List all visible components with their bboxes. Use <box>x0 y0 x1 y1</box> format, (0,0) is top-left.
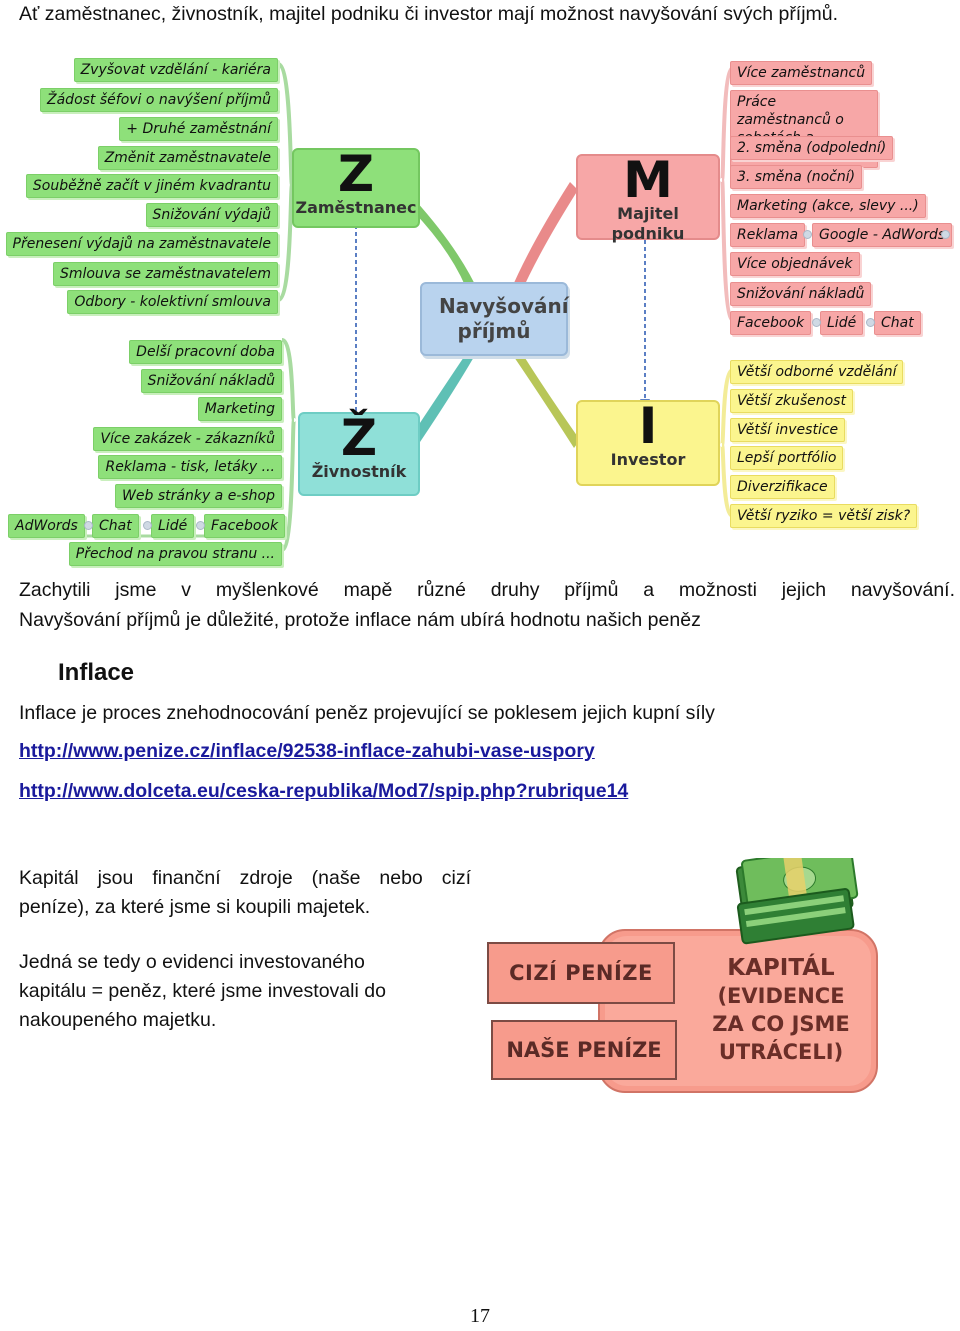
inflace-definition: Inflace je proces znehodnocování peněz p… <box>19 702 715 724</box>
connector-dot <box>812 318 821 327</box>
employee-item: Smlouva se zaměstnavatelem <box>52 262 278 286</box>
center-node: Navyšování příjmů <box>420 282 569 356</box>
owner-item: Více zaměstnanců <box>730 61 873 85</box>
employee-item: Odbory - kolektivní smlouva <box>67 290 278 314</box>
kapital-text-2a: Jedná se tedy o evidenci investovaného <box>19 951 365 973</box>
kapital-text-1a: Kapitál jsou finanční zdroje (naše nebo … <box>19 867 471 889</box>
foreign-money-box: CIZÍ PENÍZE <box>487 942 675 1004</box>
owner-item: 2. směna (odpolední) <box>730 136 894 160</box>
hub-investor-letter: I <box>638 397 658 455</box>
hub-trader: Ž Živnostník <box>298 412 420 496</box>
capital-line-3: ZA CO JSME <box>712 1012 850 1036</box>
our-money-box: NAŠE PENÍZE <box>491 1020 677 1080</box>
hub-trader-letter: Ž <box>340 409 378 467</box>
owner-item: Google - AdWords <box>812 223 953 247</box>
employee-item: Přenesení výdajů na zaměstnavatele <box>5 232 278 256</box>
link-dolceta[interactable]: http://www.dolceta.eu/ceska-republika/Mo… <box>19 780 629 802</box>
owner-item: Snižování nákladů <box>730 282 872 306</box>
hub-owner-letter: M <box>623 151 673 209</box>
employee-item: Souběžně začít v jiném kvadrantu <box>25 174 278 198</box>
trader-item: Web stránky a e-shop <box>115 484 282 508</box>
employee-item: Změnit zaměstnavatele <box>97 146 278 170</box>
connector-dot <box>143 521 152 530</box>
connector-dot <box>941 230 950 239</box>
income-importance: Navyšování příjmů je důležité, protože i… <box>19 609 701 631</box>
mind-map-connectors <box>10 62 735 552</box>
link-penize[interactable]: http://www.penize.cz/inflace/92538-infla… <box>19 740 595 762</box>
capital-line-1: KAPITÁL <box>727 955 835 981</box>
owner-item: Marketing (akce, slevy ...) <box>730 194 926 218</box>
kapital-text-2b: kapitálu = peněz, které jsme investovali… <box>19 980 386 1002</box>
page-number: 17 <box>470 1305 490 1327</box>
hub-employee-letter: Z <box>337 145 375 203</box>
trader-item: Snižování nákladů <box>140 369 282 393</box>
hub-owner: M Majitel podniku <box>576 151 720 243</box>
intro-text: Ať zaměstnanec, živnostník, majitel podn… <box>19 3 839 25</box>
hub-investor: I Investor <box>576 400 720 486</box>
investor-item: Větší zkušenost <box>730 389 853 413</box>
capital-line-2: (EVIDENCE <box>717 984 845 1008</box>
trader-item: Více zakázek - zákazníků <box>93 427 282 451</box>
trader-item: Přechod na pravou stranu ... <box>68 542 282 566</box>
hub-trader-label: Živnostník <box>311 462 407 481</box>
trader-item: Chat <box>92 514 139 538</box>
connector-dot <box>803 230 812 239</box>
trader-item: AdWords <box>8 514 85 538</box>
hub-investor-label: Investor <box>610 450 686 469</box>
center-node-label: Navyšování příjmů <box>439 294 569 343</box>
connector-dot <box>866 318 875 327</box>
investor-item: Větší investice <box>730 418 846 442</box>
owner-item: Facebook <box>730 311 812 335</box>
trader-item: Delší pracovní doba <box>129 340 282 364</box>
investor-item: Větší odborné vzdělání <box>730 360 904 384</box>
hub-owner-label: Majitel podniku <box>611 204 685 243</box>
investor-item: Větší ryziko = větší zisk? <box>730 504 918 528</box>
mindmap-summary: Zachytili jsme v myšlenkové mapě různé d… <box>19 579 955 601</box>
owner-item: 3. směna (noční) <box>730 165 863 189</box>
owner-item: Více objednávek <box>730 252 860 276</box>
capital-line-4: UTRÁCELI) <box>718 1040 844 1064</box>
mind-map: Navyšování příjmů Z Zaměstnanec M Majite… <box>0 50 960 570</box>
investor-item: Lepší portfólio <box>730 446 844 470</box>
trader-item: Reklama - tisk, letáky ... <box>98 455 282 479</box>
owner-item: Reklama <box>730 223 806 247</box>
employee-item: Zvyšovat vzdělání - kariéra <box>73 58 278 82</box>
kapital-text-2c: nakoupeného majetku. <box>19 1009 217 1031</box>
kapital-illustration: CIZÍ PENÍZE NAŠE PENÍZE KAPITÁL (EVIDENC… <box>487 858 882 1098</box>
connector-dot <box>196 521 205 530</box>
trader-item: Marketing <box>197 397 282 421</box>
employee-item: Žádost šéfovi o navýšení příjmů <box>40 88 278 112</box>
employee-item: Snižování výdajů <box>145 203 278 227</box>
hub-employee: Z Zaměstnanec <box>292 148 420 228</box>
trader-item: Facebook <box>204 514 286 538</box>
inflace-heading: Inflace <box>58 659 135 686</box>
capital-label: KAPITÁL (EVIDENCE ZA CO JSME UTRÁCELI) <box>691 954 871 1066</box>
employee-item: + Druhé zaměstnání <box>119 117 278 141</box>
trader-item: Lidé <box>151 514 195 538</box>
hub-employee-label: Zaměstnanec <box>295 198 417 217</box>
owner-item: Chat <box>874 311 921 335</box>
kapital-text-1b: peníze), za které jsme si koupili majete… <box>19 896 371 918</box>
connector-dot <box>84 521 93 530</box>
owner-item: Lidé <box>820 311 864 335</box>
investor-item: Diverzifikace <box>730 475 835 499</box>
